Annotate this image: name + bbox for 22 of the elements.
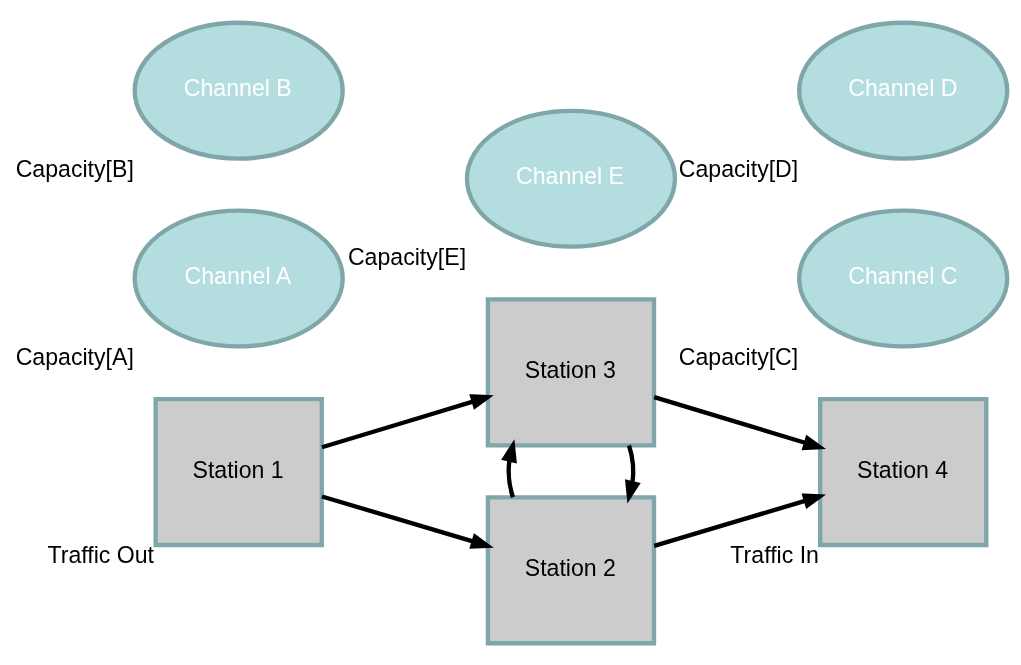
arrow	[500, 438, 517, 498]
node-label: Capacity[E]	[347, 243, 466, 270]
node-label: Traffic In	[729, 541, 819, 568]
arrow	[624, 444, 641, 504]
arrow	[653, 394, 826, 450]
node-ellipse: Channel B	[132, 20, 345, 161]
node-box: Station 4	[817, 396, 988, 547]
node-box: Station 3	[485, 296, 656, 447]
node-box: Station 1	[152, 396, 324, 547]
arrow	[320, 493, 494, 549]
node-ellipse: Channel C	[796, 207, 1009, 349]
node-ellipse: Channel A	[132, 207, 345, 349]
node-label: Capacity[C]	[678, 343, 798, 370]
arrow	[320, 393, 494, 449]
node-label: Traffic Out	[46, 541, 154, 568]
node-ellipse: Channel D	[796, 20, 1009, 161]
arrow	[653, 492, 826, 548]
node-label: Capacity[B]	[15, 155, 134, 182]
node-label: Capacity[A]	[15, 343, 134, 370]
node-label: Capacity[D]	[678, 155, 798, 182]
node-box: Station 2	[485, 494, 656, 645]
node-ellipse: Channel E	[464, 108, 677, 249]
